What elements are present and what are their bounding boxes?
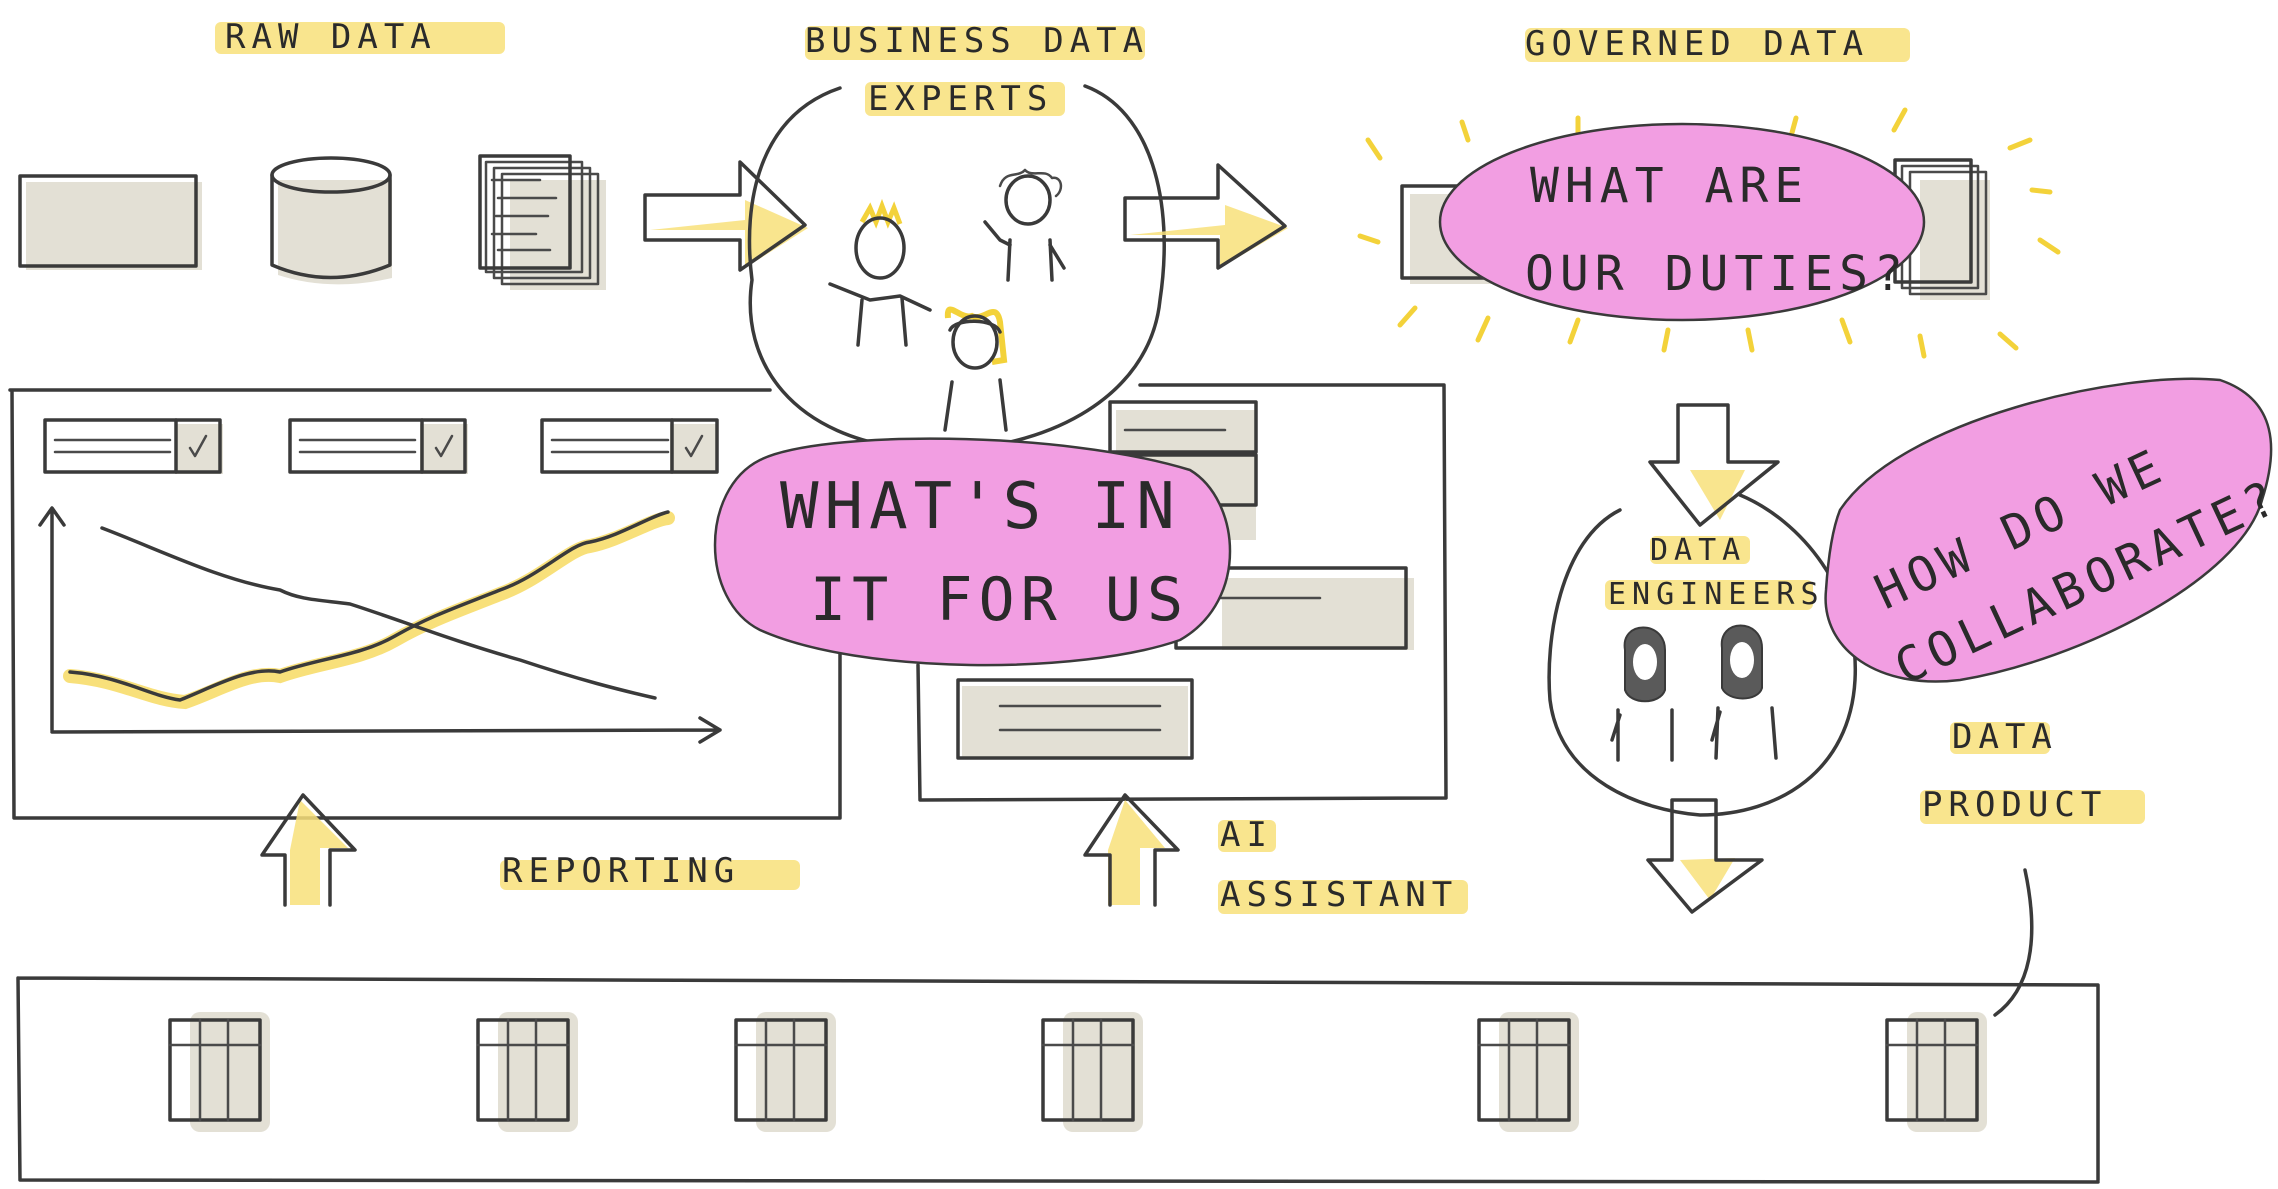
governed-data-label: GOVERNED DATA bbox=[1525, 24, 1869, 64]
data-engineers-section: DATA ENGINEERS bbox=[1547, 403, 1857, 914]
raw-data-label: RAW DATA bbox=[225, 17, 437, 57]
whats-in-it-line1: WHAT'S IN bbox=[780, 470, 1181, 544]
highlight-series-glow bbox=[63, 511, 675, 710]
whats-in-it-bubble-group: WHAT'S IN IT FOR US bbox=[713, 437, 1232, 667]
arrow-experts-to-governed bbox=[1123, 163, 1288, 270]
expert-person-2 bbox=[983, 168, 1066, 282]
whats-in-it-line2: IT FOR US bbox=[810, 565, 1189, 635]
ai-label-line1: AI bbox=[1220, 815, 1273, 855]
engineers-down-arrow-top bbox=[1648, 403, 1780, 527]
governed-data-section: GOVERNED DATA bbox=[1357, 24, 2061, 359]
data-table-icon-1 bbox=[168, 1012, 270, 1132]
chart-x-axis bbox=[50, 716, 722, 744]
data-product-line2: PRODUCT bbox=[1922, 785, 2107, 825]
filter-dropdown-1 bbox=[43, 418, 223, 474]
filter-dropdown-2 bbox=[288, 418, 468, 474]
collaborate-bubble bbox=[1824, 377, 2273, 683]
expert-person-3 bbox=[943, 306, 1008, 432]
raw-rect-shadow bbox=[26, 182, 202, 270]
reporting-frame bbox=[8, 388, 842, 820]
raw-data-highlight bbox=[215, 22, 505, 54]
data-table-icon-5 bbox=[1477, 1012, 1579, 1132]
database-icon bbox=[270, 156, 392, 285]
experts-circle bbox=[747, 84, 1166, 453]
chat-message-1 bbox=[1108, 400, 1258, 454]
engineer-person-2 bbox=[1710, 624, 1778, 760]
chat-message-3 bbox=[956, 678, 1194, 760]
engineer-person-1 bbox=[1610, 626, 1674, 762]
duties-bubble bbox=[1438, 122, 1926, 322]
arrow-raw-to-experts bbox=[643, 160, 808, 272]
duties-line2: OUR DUTIES? bbox=[1525, 246, 1909, 302]
data-product-line1: DATA bbox=[1952, 717, 2058, 757]
ai-assistant-frame bbox=[916, 383, 1448, 802]
documents-icon bbox=[478, 154, 606, 290]
expert-person-1 bbox=[828, 198, 932, 347]
sparkle-burst bbox=[1357, 107, 2061, 359]
trend-chart bbox=[38, 506, 722, 744]
reporting-section: REPORTING bbox=[8, 388, 842, 907]
collaborate-bubble-group: HOW DO WE COLLABORATE? bbox=[1824, 377, 2278, 696]
data-table-icon-3 bbox=[734, 1012, 836, 1132]
ai-up-arrow bbox=[1083, 793, 1180, 907]
data-layer-frame bbox=[16, 976, 2100, 1184]
raw-table-icon bbox=[18, 174, 198, 268]
data-product-layer bbox=[16, 976, 2100, 1184]
data-table-icon-2 bbox=[476, 1012, 578, 1132]
reporting-up-arrow bbox=[260, 793, 357, 907]
engineers-label-line1: DATA bbox=[1650, 533, 1746, 568]
falling-series-line bbox=[100, 526, 657, 700]
data-table-icon-6 bbox=[1885, 1012, 1987, 1132]
duties-line1: WHAT ARE bbox=[1530, 158, 1809, 214]
raw-data-section: RAW DATA bbox=[18, 17, 808, 290]
data-product-section: DATA PRODUCT bbox=[1920, 717, 2145, 1017]
experts-label-line1: BUSINESS DATA bbox=[805, 21, 1149, 61]
chart-y-axis bbox=[38, 506, 66, 732]
data-table-icon-4 bbox=[1041, 1012, 1143, 1132]
engineers-label-line2: ENGINEERS bbox=[1608, 577, 1825, 612]
whats-in-it-bubble bbox=[713, 437, 1232, 667]
ai-label-line2: ASSISTANT bbox=[1220, 875, 1458, 915]
filter-dropdown-3 bbox=[540, 418, 719, 474]
reporting-label: REPORTING bbox=[502, 851, 740, 891]
data-product-pointer bbox=[1993, 868, 2034, 1017]
engineers-down-arrow-bottom bbox=[1646, 798, 1764, 914]
experts-label-line2: EXPERTS bbox=[868, 79, 1053, 119]
rising-series-line bbox=[68, 510, 670, 702]
